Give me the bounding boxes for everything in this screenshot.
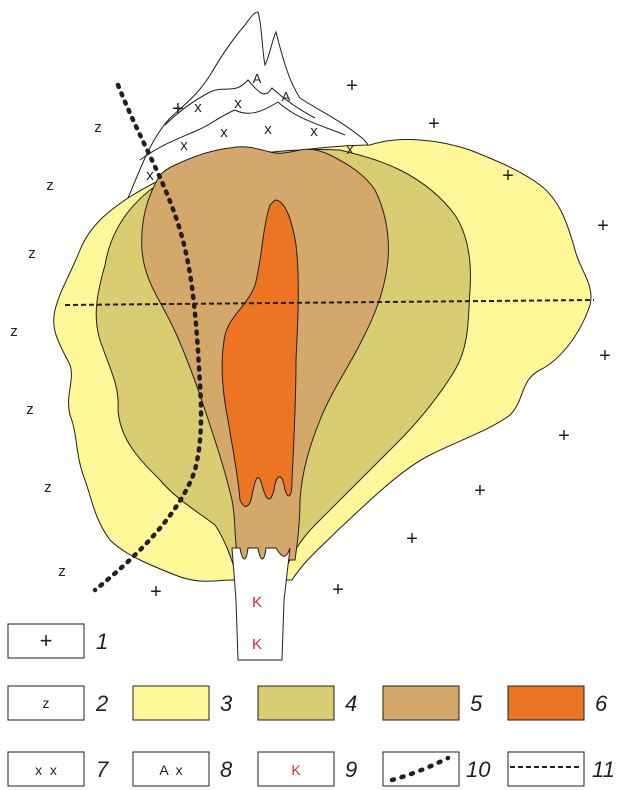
legend-number: 6 <box>595 691 608 716</box>
z-symbol: z <box>44 479 52 496</box>
legend-number: 10 <box>466 757 491 782</box>
plus-symbol: + <box>428 113 440 135</box>
dashed-line <box>64 299 595 306</box>
legend-number: 1 <box>96 629 108 654</box>
legend-number: 4 <box>345 691 357 716</box>
dotted-line <box>92 82 204 593</box>
legend-symbol: + <box>40 628 53 653</box>
legend-item-7: x x 7 <box>7 751 109 787</box>
plus-symbols: + + + + + + + + + + + <box>150 75 611 603</box>
legend-item-10: 10 <box>382 751 491 787</box>
legend: + 1 z 2 3 4 5 6 x x 7 <box>7 623 615 787</box>
legend-item-4: 4 <box>257 685 357 721</box>
plus-symbol: + <box>406 528 418 550</box>
x-symbol: x <box>346 141 354 158</box>
plus-symbol: + <box>597 215 609 237</box>
x-symbol: x <box>220 124 228 141</box>
plus-symbol: + <box>346 75 358 97</box>
x-symbols: x x x x x x x x <box>146 95 354 184</box>
z-symbols: z z z z z z z <box>10 119 102 580</box>
legend-item-5: 5 <box>382 685 483 721</box>
upper-inner-contact <box>164 79 316 126</box>
legend-symbol: x x <box>35 762 57 778</box>
legend-dotted-line-sample <box>389 755 451 783</box>
z-symbol: z <box>26 401 34 418</box>
plus-symbol: + <box>502 165 514 187</box>
a-symbol: A <box>282 89 291 104</box>
legend-number: 5 <box>470 691 483 716</box>
legend-item-9: K 9 <box>257 751 357 787</box>
legend-item-11: 11 <box>507 751 615 787</box>
legend-item-2: z 2 <box>7 685 108 721</box>
legend-number: 9 <box>345 757 357 782</box>
x-symbol: x <box>180 137 188 154</box>
a-symbols: A A <box>253 71 291 104</box>
legend-item-1: + 1 <box>7 623 108 659</box>
x-symbol: x <box>234 95 242 112</box>
z-symbol: z <box>58 563 66 580</box>
legend-item-3: 3 <box>132 685 233 721</box>
plus-symbol: + <box>150 581 162 603</box>
k-symbol: K <box>252 594 262 611</box>
legend-number: 11 <box>592 757 615 782</box>
legend-number: 7 <box>96 757 109 782</box>
z-symbol: z <box>28 245 36 262</box>
x-symbol: x <box>194 99 202 116</box>
legend-number: 3 <box>220 691 233 716</box>
plus-symbol: + <box>172 98 184 120</box>
legend-item-6: 6 <box>507 685 608 721</box>
plus-symbol: + <box>332 579 344 601</box>
feeder-channel <box>231 547 291 661</box>
x-symbol: x <box>310 123 318 140</box>
legend-symbol: K <box>291 762 301 778</box>
legend-number: 8 <box>220 757 233 782</box>
x-symbol: x <box>146 167 154 184</box>
plus-symbol: + <box>474 480 486 502</box>
z-symbol: z <box>94 119 102 136</box>
z-symbol: z <box>46 177 54 194</box>
legend-item-8: A x 8 <box>132 751 233 787</box>
legend-number: 2 <box>95 691 108 716</box>
legend-symbol: z <box>43 695 50 711</box>
plus-symbol: + <box>558 425 570 447</box>
zone-6-area <box>221 199 299 507</box>
plus-symbol: + <box>599 345 611 367</box>
a-symbol: A <box>253 71 262 86</box>
z-symbol: z <box>10 323 18 340</box>
k-symbols: K K <box>252 594 262 653</box>
upper-inner-contact-2 <box>139 101 346 161</box>
k-symbol: K <box>252 636 262 653</box>
legend-symbol: A x <box>159 762 182 778</box>
x-symbol: x <box>264 121 272 138</box>
